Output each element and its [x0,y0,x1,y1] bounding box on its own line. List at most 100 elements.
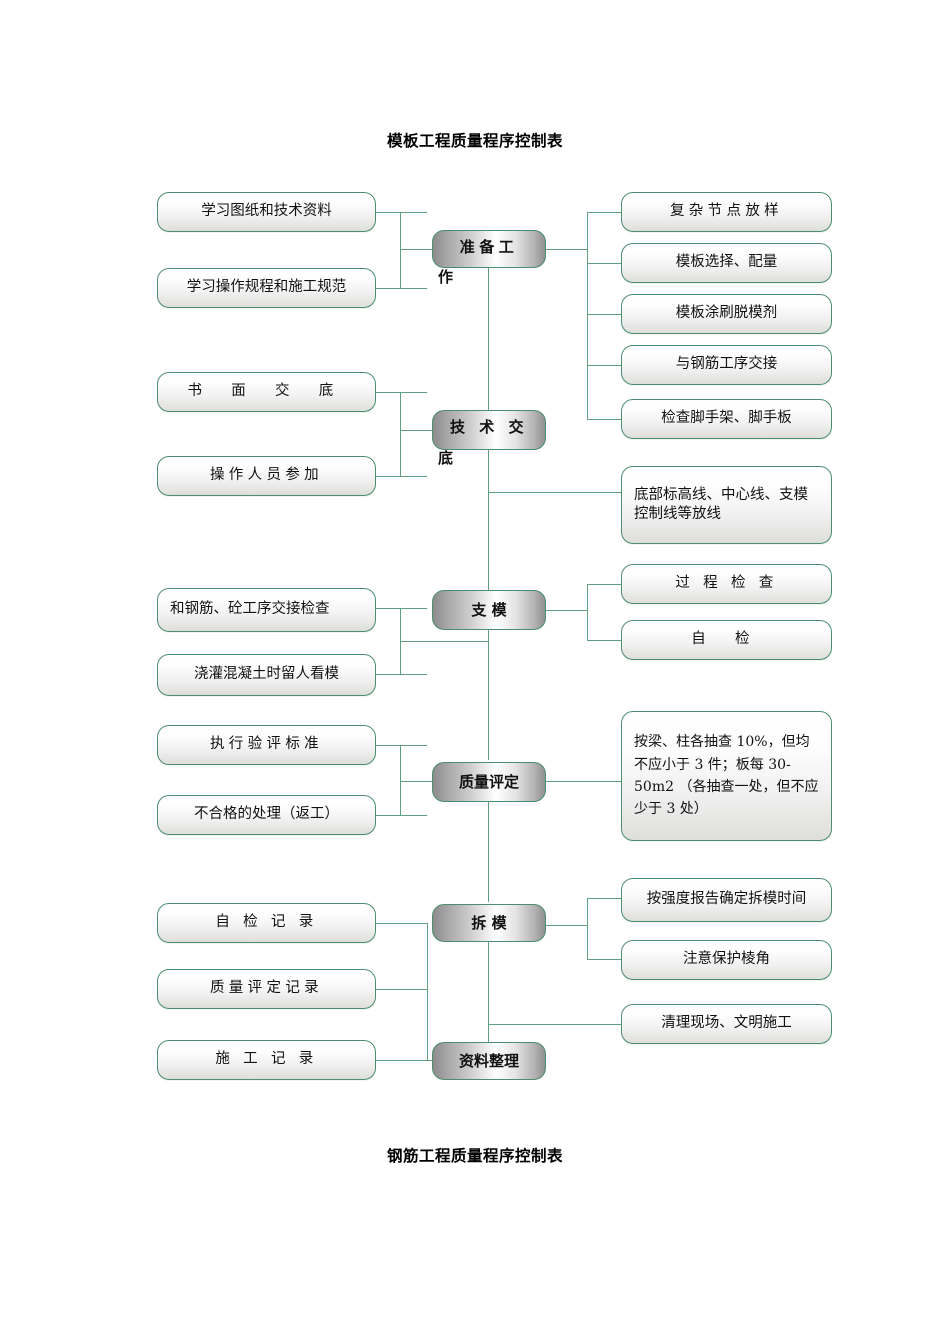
input-box-quality-assessment-record[interactable]: 质量评定记录 [157,969,376,1009]
stage-node-technical-briefing-label: 技 术 交 [450,418,528,436]
stage-node-preparation-overflow: 作 [438,268,454,286]
input-box-nonconformity-rework[interactable]: 不合格的处理（返工） [157,795,376,835]
output-box-self-inspection-label: 自 检 [691,631,762,648]
connector-l3b [375,674,427,675]
output-box-strip-time-label: 按强度报告确定拆模时间 [646,891,807,908]
connector-l1b [375,288,427,289]
input-box-operator-participation[interactable]: 操作人员参加 [157,456,376,496]
output-box-self-inspection[interactable]: 自 检 [621,620,832,660]
output-box-rebar-handover-label: 与钢筋工序交接 [675,356,778,373]
input-box-construction-record-label: 施 工 记 录 [215,1051,318,1068]
connector-r5b [587,959,621,960]
output-box-formwork-selection[interactable]: 模板选择、配量 [621,243,832,283]
connector-r1d [587,365,621,366]
input-box-nonconformity-rework-label: 不合格的处理（返工） [194,806,339,823]
output-box-site-cleanup-label: 清理现场、文明施工 [661,1015,792,1032]
output-box-rebar-handover[interactable]: 与钢筋工序交接 [621,345,832,385]
input-box-study-drawings[interactable]: 学习图纸和技术资料 [157,192,376,232]
output-box-setting-out-lines[interactable]: 底部标高线、中心线、支模控制线等放线 [621,466,832,544]
output-box-site-cleanup[interactable]: 清理现场、文明施工 [621,1004,832,1044]
output-box-complex-joint-layout-label: 复杂节点放样 [669,203,784,220]
connector-spine-1-2 [488,268,489,410]
stage-node-technical-briefing-overflow: 底 [438,449,454,467]
connector-r1b [587,263,621,264]
connector-l4b [375,815,427,816]
output-box-protect-edges-label: 注意保护棱角 [683,951,770,968]
connector-r4a [546,781,621,782]
connector-r1e [587,419,621,420]
connector-l4-bus [400,745,401,816]
connector-l2b [375,476,427,477]
connector-spine-3-4 [488,630,489,760]
connector-r6a [488,1024,621,1025]
connector-l3-stage [400,641,489,642]
connector-r3-bus [587,584,588,641]
stage-node-formwork-support-label: 支 模 [471,600,507,619]
connector-r5-bus [587,898,588,960]
connector-r1-bus [587,212,588,420]
input-box-study-drawings-label: 学习图纸和技术资料 [201,203,332,220]
input-box-operator-participation-label: 操作人员参加 [209,467,324,484]
output-box-protect-edges[interactable]: 注意保护棱角 [621,940,832,980]
stage-node-technical-briefing[interactable]: 技 术 交 [432,410,546,450]
stage-node-preparation-label: 准备工 [459,238,519,256]
output-box-release-agent[interactable]: 模板涂刷脱模剂 [621,294,832,334]
stage-node-formwork-support[interactable]: 支 模 [432,590,546,630]
connector-l6b [375,989,427,990]
connector-stage1-right [546,249,587,250]
output-box-process-inspection[interactable]: 过 程 检 查 [621,564,832,604]
stage-node-quality-assessment[interactable]: 质量评定 [432,762,546,802]
connector-spine-5-6 [488,942,489,1042]
input-box-written-briefing[interactable]: 书 面 交 底 [157,372,376,412]
output-box-complex-joint-layout[interactable]: 复杂节点放样 [621,192,832,232]
connector-spine-4-5 [488,802,489,902]
connector-l3a [375,608,427,609]
connector-r5a [587,898,621,899]
connector-l6-bus [427,923,428,1061]
input-box-quality-assessment-record-label: 质量评定记录 [209,980,324,997]
input-box-acceptance-standard[interactable]: 执行验评标准 [157,725,376,765]
output-box-formwork-selection-label: 模板选择、配量 [675,254,778,271]
connector-stage3-right [546,610,587,611]
output-box-sampling-rule[interactable]: 按梁、柱各抽查 10%，但均不应小于 3 件；板每 30-50m2 （各抽查一处… [621,711,832,841]
input-box-study-procedures-label: 学习操作规程和施工规范 [186,279,347,296]
connector-l2-stage [400,430,432,431]
stage-node-documentation[interactable]: 资料整理 [432,1042,546,1080]
connector-r3b [587,640,621,641]
input-box-self-inspection-record-label: 自 检 记 录 [215,914,318,931]
connector-r1c [587,314,621,315]
output-box-scaffold-check[interactable]: 检查脚手架、脚手板 [621,399,832,439]
output-box-process-inspection-label: 过 程 检 查 [675,575,778,592]
connector-l4-stage [400,781,432,782]
input-box-acceptance-standard-label: 执行验评标准 [209,736,324,753]
input-box-written-briefing-label: 书 面 交 底 [187,383,346,400]
connector-spine-2-3 [488,450,489,590]
input-box-rebar-concrete-handover-label: 和钢筋、砼工序交接检查 [170,601,330,618]
connector-l4a [375,745,427,746]
input-box-construction-record[interactable]: 施 工 记 录 [157,1040,376,1080]
output-box-release-agent-label: 模板涂刷脱模剂 [675,305,778,322]
stage-node-formwork-removal-label: 拆 模 [471,913,507,932]
input-box-watch-formwork[interactable]: 浇灌混凝土时留人看模 [157,654,376,696]
page-title-bottom: 钢筋工程质量程序控制表 [386,1146,563,1165]
output-box-strip-time[interactable]: 按强度报告确定拆模时间 [621,878,832,922]
connector-l6a [375,923,427,924]
input-box-watch-formwork-label: 浇灌混凝土时留人看模 [194,666,339,683]
connector-stage5-right [546,925,587,926]
connector-l1-bus [400,212,401,289]
connector-l2-bus [400,392,401,477]
connector-r3a [587,584,621,585]
input-box-study-procedures[interactable]: 学习操作规程和施工规范 [157,268,376,308]
stage-node-preparation[interactable]: 准备工 [432,230,546,268]
stage-node-formwork-removal[interactable]: 拆 模 [432,904,546,942]
stage-node-quality-assessment-label: 质量评定 [458,772,519,791]
page-title-top: 模板工程质量程序控制表 [386,131,563,150]
input-box-self-inspection-record[interactable]: 自 检 记 录 [157,903,376,943]
output-box-sampling-rule-label: 按梁、柱各抽查 10%，但均不应小于 3 件；板每 30-50m2 （各抽查一处… [634,734,819,818]
output-box-setting-out-lines-label: 底部标高线、中心线、支模控制线等放线 [634,486,808,522]
connector-r1a [587,212,621,213]
input-box-rebar-concrete-handover[interactable]: 和钢筋、砼工序交接检查 [157,588,376,632]
connector-l6c [375,1060,432,1061]
connector-l1a [375,212,427,213]
